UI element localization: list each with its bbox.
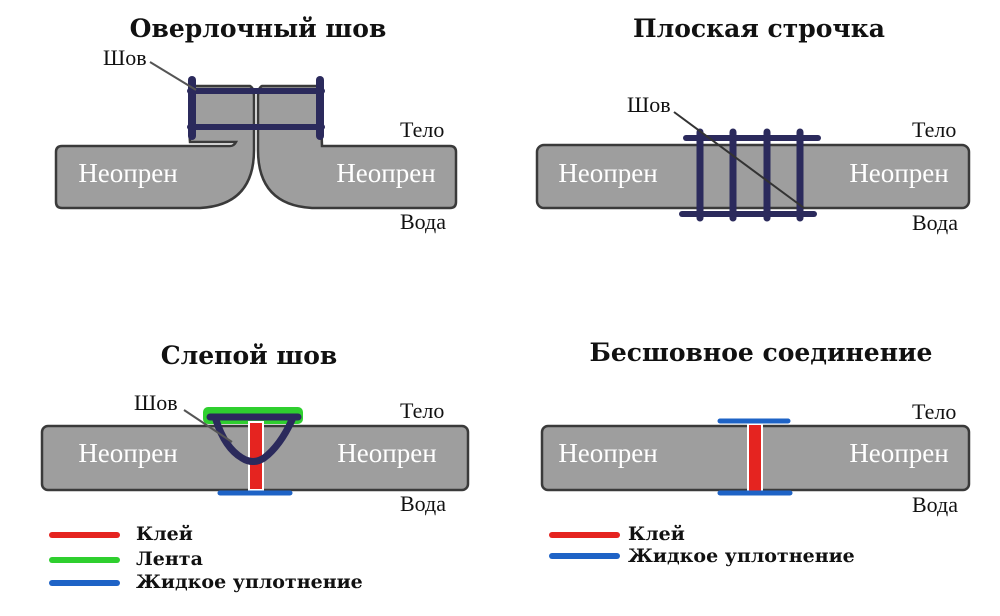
legend-seamless: Клей Жидкое уплотнение [549, 523, 855, 567]
panel-title: Оверлочный шов [130, 14, 387, 43]
legend-label-sealant: Жидкое уплотнение [136, 571, 363, 593]
glue-strip [747, 423, 763, 493]
water-label: Вода [400, 209, 446, 234]
neoprene-label-left: Неопрен [78, 438, 177, 468]
seam-label: Шов [103, 45, 147, 70]
neoprene-left-piece [54, 84, 256, 210]
neoprene-label-right: Неопрен [849, 158, 948, 188]
legend-blind: Клей Лента Жидкое уплотнение [49, 523, 363, 593]
water-label: Вода [400, 491, 446, 516]
panel-seamless: Бесшовное соединение Неопрен Неопрен Тел… [540, 338, 971, 567]
panel-blind: Слепой шов Шов Неопрен Неопрен Тело Вода… [40, 341, 470, 593]
seam-leader-line [673, 111, 805, 209]
panel-title: Слепой шов [161, 341, 338, 370]
flatlock-stitches [679, 128, 821, 222]
neoprene-label-right: Неопрен [849, 438, 948, 468]
neoprene-label-left: Неопрен [558, 158, 657, 188]
legend-label-sealant: Жидкое уплотнение [628, 545, 855, 567]
neoprene-right-piece [256, 84, 458, 210]
neoprene-label-right: Неопрен [337, 438, 436, 468]
water-label: Вода [912, 492, 958, 517]
body-label: Тело [912, 117, 956, 142]
legend-label-tape: Лента [136, 548, 203, 570]
overlock-stitches [187, 76, 325, 140]
legend-label-glue: Клей [628, 523, 685, 545]
body-label: Тело [912, 399, 956, 424]
panel-overlock: Оверлочный шов Шов Неопрен Неопрен Тело … [54, 14, 458, 234]
panel-title: Плоская строчка [633, 14, 885, 43]
blind-stitch [206, 413, 302, 465]
water-label: Вода [912, 210, 958, 235]
neoprene-label-right: Неопрен [336, 158, 435, 188]
neoprene-panel [535, 143, 971, 210]
seam-label: Шов [134, 390, 178, 415]
body-label: Тело [400, 398, 444, 423]
panel-title: Бесшовное соединение [590, 338, 933, 367]
panel-flatlock: Плоская строчка Шов Неопрен Неопрен Тело… [535, 14, 971, 235]
body-label: Тело [400, 117, 444, 142]
neoprene-label-left: Неопрен [558, 438, 657, 468]
legend-label-glue: Клей [136, 523, 193, 545]
seam-label: Шов [627, 92, 671, 117]
seam-leader-line [149, 61, 197, 91]
seam-leader-line [183, 409, 233, 443]
neoprene-label-left: Неопрен [78, 158, 177, 188]
